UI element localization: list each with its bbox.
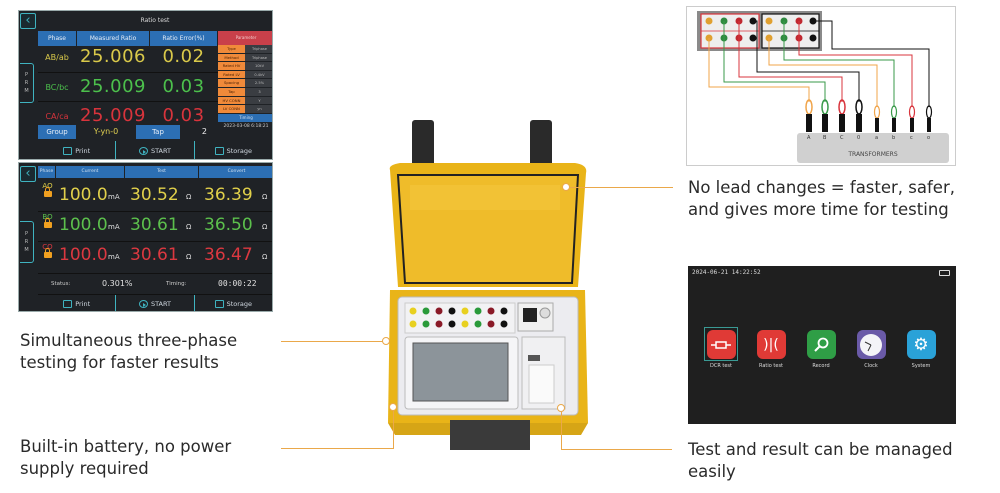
ratio-error-value: 0.03 (162, 76, 205, 97)
tester-device-image (380, 115, 595, 460)
resistor-icon (706, 330, 736, 359)
action-bar: Print START Storage (38, 141, 272, 159)
divider (38, 72, 218, 73)
play-icon (138, 147, 148, 155)
measured-ratio-value: 25.009 (80, 105, 146, 126)
main-menu-screen: 2024-06-21 14:22:52 DCR test )|( Ratio t… (688, 266, 956, 424)
group-label: Group (38, 125, 76, 139)
callout-dot (389, 403, 397, 411)
storage-button[interactable]: Storage (195, 141, 272, 159)
status-label: Status: (51, 281, 71, 287)
measured-ratio-value: 25.009 (80, 76, 146, 97)
timing-label: Timing (218, 113, 272, 122)
prm-side-tab[interactable]: P R M (20, 221, 34, 263)
transformer-icon: )|( (756, 330, 786, 359)
caption-battery: Built-in battery, no power supply requir… (20, 437, 232, 478)
divider (38, 241, 272, 242)
save-icon (214, 147, 224, 155)
play-icon (138, 300, 148, 308)
datetime: 2024-06-21 14:22:52 (692, 269, 761, 276)
callout-line-battery (281, 448, 393, 449)
print-button[interactable]: Print (38, 141, 117, 159)
divider (38, 101, 218, 102)
start-button[interactable]: START (116, 141, 195, 159)
ratio-error-value: 0.03 (162, 105, 205, 126)
gear-icon: ⚙ (906, 330, 936, 359)
lock-icon (43, 248, 52, 258)
caption-managed: Test and result can be managed easily (688, 440, 953, 481)
header-test: Test (125, 166, 198, 178)
battery-icon (939, 270, 950, 276)
callout-line-no-lead (570, 187, 673, 188)
measured-ratio-value: 25.006 (80, 46, 146, 67)
save-icon (214, 300, 224, 308)
status-row: Status: 0.301% Timing: 00:00:22 (38, 273, 272, 294)
printer-icon (63, 147, 73, 155)
back-button[interactable]: ‹ (20, 13, 36, 29)
menu-item-ratio-test[interactable]: )|( Ratio test (751, 330, 791, 369)
ratio-test-screen: ‹ P R M Ratio test Phase Measured Ratio … (18, 10, 273, 160)
divider (38, 211, 272, 212)
menu-item-system[interactable]: ⚙ System (901, 330, 941, 369)
parameter-title: Parameter (218, 31, 272, 45)
printer-icon (63, 300, 73, 308)
header-measured-ratio: Measured Ratio (77, 31, 149, 46)
tap-value[interactable]: 2 (201, 127, 207, 136)
header-current: Current (56, 166, 124, 178)
caption-no-lead-changes: No lead changes = faster, safer, and giv… (688, 178, 955, 219)
timing-label: Timing: (166, 281, 187, 287)
print-button[interactable]: Print (38, 295, 117, 311)
selection-frame (704, 327, 738, 361)
status-value: 0.301% (102, 279, 133, 288)
action-bar: Print START Storage (38, 294, 272, 311)
wiring-svg (697, 11, 949, 163)
prm-side-tab[interactable]: P R M (20, 63, 34, 103)
callout-dot (557, 404, 565, 412)
search-icon (806, 330, 836, 359)
header-phase: Phase (38, 31, 76, 46)
callout-dot (562, 183, 570, 191)
callout-line-battery-vertical (393, 411, 394, 449)
menu-item-record[interactable]: Record (801, 330, 841, 369)
menu-item-clock[interactable]: Clock (851, 330, 891, 369)
storage-button[interactable]: Storage (195, 295, 272, 311)
group-value[interactable]: Y-yn-0 (93, 127, 119, 136)
start-button[interactable]: START (116, 295, 195, 311)
callout-line-three-phase (281, 341, 384, 342)
header-ratio-error: Ratio Error(%) (150, 31, 217, 46)
callout-line-managed (561, 449, 672, 450)
timing-value: 00:00:22 (218, 279, 257, 288)
header-convert: Convert (199, 166, 272, 178)
screen-title: Ratio test (140, 17, 170, 24)
menu-item-dcr-test[interactable]: DCR test (701, 330, 741, 369)
header-phase: Phase (38, 166, 55, 178)
dcr-test-screen: ‹ P R M Phase Current Test Convert AO 10… (18, 162, 273, 312)
timing-value: 2023-03-08 6:18:21 (223, 123, 269, 129)
callout-line-managed-vertical (561, 412, 562, 450)
back-button[interactable]: ‹ (20, 166, 36, 182)
tap-label: Tap (136, 125, 180, 139)
wiring-diagram: A B C 0 a b c o TRANSFORMERS (686, 6, 956, 166)
caption-three-phase: Simultaneous three-phase testing for fas… (20, 331, 238, 372)
lock-icon (43, 187, 52, 197)
transformers-label: TRANSFORMERS (848, 151, 898, 158)
lock-icon (43, 218, 52, 228)
clock-icon (856, 330, 886, 359)
ratio-error-value: 0.02 (162, 46, 205, 67)
callout-dot (382, 337, 390, 345)
